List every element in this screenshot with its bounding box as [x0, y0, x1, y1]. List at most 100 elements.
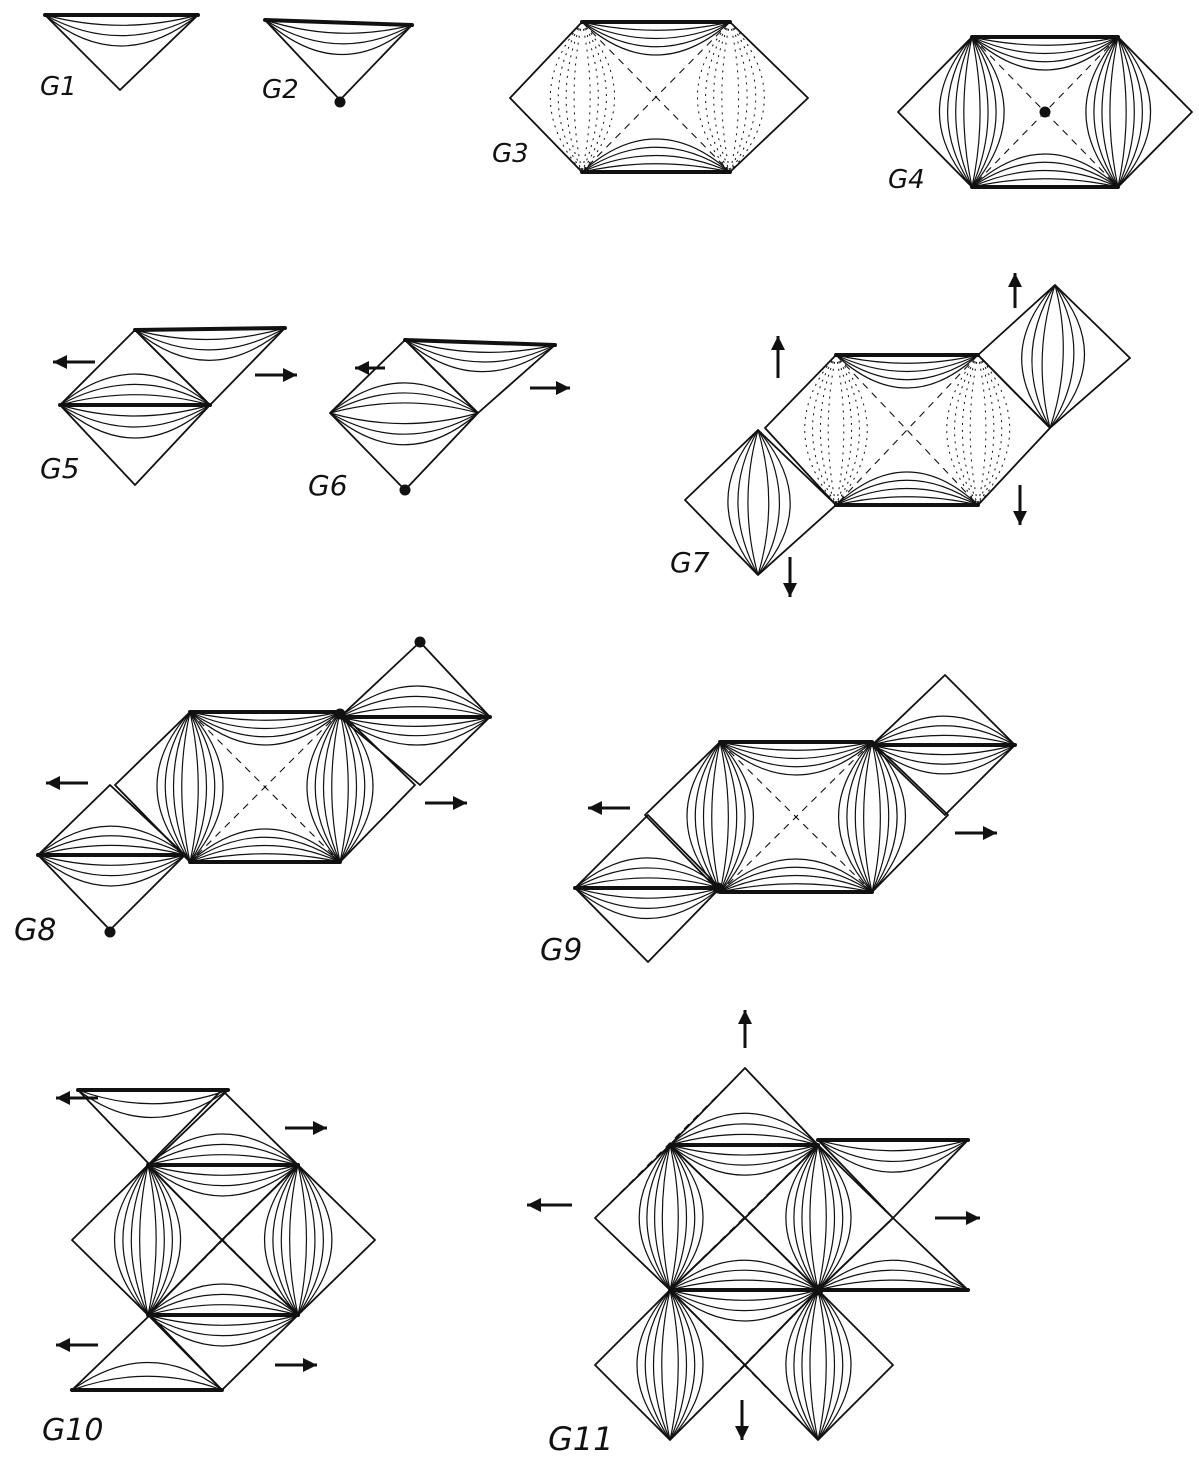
curve [331, 711, 341, 863]
curve [719, 741, 873, 760]
vertex-dot [812, 1284, 824, 1296]
curve [329, 382, 479, 414]
curve [581, 21, 731, 31]
curve [817, 1144, 836, 1291]
curve [817, 1289, 844, 1441]
curve [581, 21, 731, 40]
curve [147, 1314, 299, 1326]
curve [817, 1139, 969, 1152]
curve [71, 1375, 223, 1391]
curve [297, 1164, 316, 1316]
arrow-up-head [1008, 273, 1022, 287]
curve [339, 685, 491, 718]
curve [1085, 36, 1119, 188]
curve [189, 844, 341, 863]
label-g9: G9 [540, 933, 582, 968]
thick-edge [263, 18, 414, 27]
curve [339, 716, 491, 746]
hexagon-outline [764, 354, 1051, 506]
curve [938, 36, 973, 188]
curve [971, 36, 997, 188]
curve [172, 711, 191, 863]
arrow-down-head [783, 583, 797, 597]
curve [729, 21, 740, 173]
curve [147, 1164, 182, 1316]
curve [147, 1164, 165, 1316]
vertex-dot [1039, 106, 1051, 118]
curve [404, 339, 556, 363]
arrow-left-head [46, 776, 60, 790]
panel-labels: G1 G2 G3 G4 G5 G6 G7 G8 G9 G10 G11 [14, 72, 925, 1458]
curve [1049, 284, 1064, 429]
curve [835, 479, 979, 506]
curve [729, 21, 757, 173]
curve [134, 327, 286, 341]
curve [669, 1289, 688, 1441]
curve [837, 741, 873, 893]
diamond-outline [59, 329, 211, 486]
curve [1031, 284, 1056, 429]
curve [147, 1314, 299, 1337]
curve [189, 853, 341, 863]
curve [264, 19, 413, 56]
curve [669, 1289, 819, 1312]
curve [817, 1269, 969, 1291]
curve [581, 21, 591, 173]
curve [835, 354, 845, 506]
curve [646, 1144, 671, 1291]
curve [946, 354, 979, 506]
curve [272, 1164, 299, 1316]
curve [574, 857, 721, 889]
curve [147, 1164, 299, 1176]
panel-g10 [56, 1088, 376, 1392]
thick-edge [133, 326, 287, 332]
curve [947, 36, 973, 188]
curve [669, 1133, 819, 1146]
curve [785, 1289, 819, 1441]
curve [77, 1089, 229, 1105]
arrow-right-head [983, 826, 997, 840]
curve [329, 412, 479, 425]
curve [574, 887, 721, 920]
curve [719, 741, 729, 893]
curve [793, 1289, 819, 1441]
arrow-up-head [738, 1010, 752, 1024]
label-g3: G3 [492, 139, 529, 169]
curve [565, 21, 583, 173]
curve [835, 487, 979, 506]
curve [785, 1144, 819, 1291]
curve [719, 874, 873, 893]
curve [977, 354, 995, 506]
curve [757, 429, 791, 576]
curve [654, 1144, 671, 1291]
diamond-outline [221, 1164, 376, 1316]
curve [757, 429, 780, 576]
curve [574, 887, 721, 909]
curve [835, 496, 979, 506]
curve [977, 354, 987, 506]
curve [817, 1139, 969, 1162]
curve [263, 1164, 299, 1316]
diamond-outline [744, 1289, 894, 1441]
curve [59, 404, 211, 417]
curve [37, 825, 186, 856]
curve [574, 887, 721, 899]
curve [59, 394, 211, 406]
panel-g6 [329, 338, 570, 496]
label-g11: G11 [548, 1420, 614, 1458]
arrow-left-head [56, 1091, 70, 1105]
curve [971, 36, 1119, 63]
diagonal [581, 21, 731, 173]
curve [971, 36, 1119, 55]
curve [77, 1089, 229, 1119]
curve [719, 741, 746, 893]
curve [147, 1164, 299, 1197]
diamond-outline [977, 284, 1131, 429]
curve [264, 19, 413, 45]
curve [719, 741, 873, 776]
curve [863, 741, 873, 893]
diagonal [189, 711, 341, 863]
curve [1101, 36, 1119, 188]
curve [59, 373, 211, 406]
